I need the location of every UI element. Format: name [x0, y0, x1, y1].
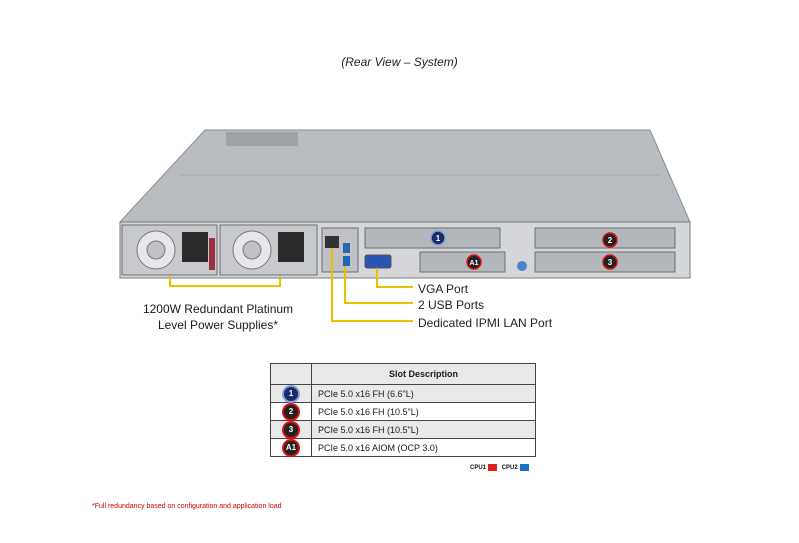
callout-lines	[169, 248, 413, 322]
badge-cell: 1	[270, 384, 312, 403]
badge-cell: 2	[270, 402, 312, 421]
badge-cell: A1	[270, 438, 312, 457]
power-supply-2	[219, 224, 318, 276]
psu-label-line1: 1200W Redundant Platinum	[142, 302, 294, 316]
cpu1-legend-label: CPU1	[470, 465, 487, 472]
table-row: 1 PCIe 5.0 x16 FH (6.6"L)	[270, 384, 536, 403]
slot-desc: PCIe 5.0 x16 FH (6.6"L)	[311, 384, 536, 403]
svg-text:1: 1	[436, 234, 441, 243]
slot-desc: PCIe 5.0 x16 AIOM (OCP 3.0)	[311, 438, 536, 457]
vga-callout-label: VGA Port	[418, 282, 469, 296]
slot-desc: PCIe 5.0 x16 FH (10.5"L)	[311, 420, 536, 439]
psu-bracket-line	[169, 276, 281, 287]
cpu-legend: CPU1 CPU2	[470, 464, 532, 471]
chassis-top-vent	[226, 132, 298, 146]
table-header-row: Slot Description	[270, 363, 536, 385]
lan-callout-label: Dedicated IPMI LAN Port	[418, 316, 553, 330]
usb-callout-line	[344, 266, 413, 304]
table-row: 3 PCIe 5.0 x16 FH (10.5"L)	[270, 420, 536, 439]
ipmi-lan-port	[325, 236, 339, 248]
vga-callout-line	[376, 268, 413, 288]
slot-1-badge-icon: 1	[284, 386, 298, 401]
slot-3-badge-icon: 3	[284, 422, 298, 437]
power-supply-1	[121, 224, 218, 276]
slot-badge-1: 1	[430, 230, 446, 246]
view-title: (Rear View – System)	[341, 55, 458, 69]
psu-label-line2: Level Power Supplies*	[157, 318, 279, 332]
io-area	[321, 227, 359, 273]
usb-port-1	[343, 243, 350, 253]
chassis-top-cover	[118, 129, 691, 223]
vga-port	[364, 254, 392, 269]
usb-callout-label: 2 USB Ports	[418, 298, 485, 312]
table-row: A1 PCIe 5.0 x16 AIOM (OCP 3.0)	[270, 438, 536, 457]
cpu2-swatch	[519, 464, 529, 471]
slot-badge-a1: A1	[466, 254, 482, 270]
slot-a1-badge-icon: A1	[284, 440, 298, 455]
slot-badge-2: 2	[602, 232, 618, 248]
table-header-blank	[270, 363, 312, 385]
cpu1-swatch	[488, 464, 498, 471]
uid-button	[517, 261, 527, 271]
slot-description-table: Slot Description 1 PCIe 5.0 x16 FH (6.6"…	[270, 363, 536, 457]
usb-port-2	[343, 256, 350, 266]
badge-cell: 3	[270, 420, 312, 439]
footnote: *Full redundancy based on configuration …	[92, 503, 282, 510]
lan-callout-line	[331, 248, 413, 322]
table-header: Slot Description	[311, 363, 536, 385]
slot-desc: PCIe 5.0 x16 FH (10.5"L)	[311, 402, 536, 421]
psu-callout-label: 1200W Redundant Platinum Level Power Sup…	[128, 301, 308, 333]
aiom-slot	[419, 251, 506, 273]
slot-badge-3: 3	[602, 254, 618, 270]
svg-text:2: 2	[608, 236, 613, 245]
slot-2-badge-icon: 2	[284, 404, 298, 419]
svg-text:3: 3	[608, 258, 613, 267]
cpu2-legend-label: CPU2	[501, 465, 518, 472]
svg-text:A1: A1	[470, 260, 479, 267]
table-row: 2 PCIe 5.0 x16 FH (10.5"L)	[270, 402, 536, 421]
